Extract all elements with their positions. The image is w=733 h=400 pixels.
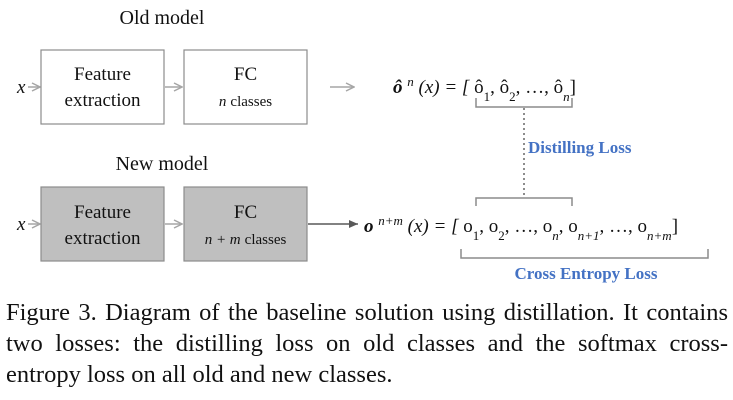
old-input-x: x — [16, 77, 26, 98]
new-output-formula: o n+m (x) = [ o1, o2, …, on, on+1, …, on… — [364, 213, 678, 243]
new-output-item-4: on+1, …, — [568, 216, 633, 243]
new-feature-label-line1: Feature — [74, 202, 131, 223]
new-input-x: x — [16, 214, 26, 235]
old-output-sup: n — [407, 74, 414, 89]
new-output-arg: (x) = [ — [408, 216, 460, 237]
new-model-title: New model — [116, 153, 209, 175]
new-fc-title: FC — [234, 202, 257, 223]
old-fc-box — [183, 49, 308, 125]
old-output-formula: ô n (x) = [ ô1, ô2, …, ôn] — [393, 74, 576, 104]
new-output-o: o — [364, 216, 374, 237]
old-output-bracket — [475, 98, 573, 108]
new-feature-label-line2: extraction — [65, 228, 141, 249]
old-output-o: ô — [393, 77, 403, 98]
old-feature-box — [40, 49, 165, 125]
new-fc-box — [183, 186, 308, 262]
old-fc-classes: classes — [230, 94, 272, 110]
old-output-arg: (x) = [ — [419, 77, 471, 98]
old-feature-label-line1: Feature — [74, 64, 131, 85]
old-fc-n: n — [219, 94, 227, 110]
old-output-item-3: ôn] — [554, 77, 576, 104]
new-output-sup: n+m — [378, 213, 403, 228]
old-fc-title: FC — [234, 64, 257, 85]
new-output-item-3: on, — [543, 216, 564, 243]
distilling-loss-label: Distilling Loss — [528, 138, 632, 157]
old-output-item-2: ô2, …, — [500, 77, 549, 104]
cross-entropy-loss-label: Cross Entropy Loss — [515, 264, 658, 283]
new-output-item-5: on+m] — [638, 216, 679, 243]
new-old-class-bracket — [475, 197, 573, 206]
figure-caption: Figure 3. Diagram of the baseline soluti… — [6, 299, 728, 388]
old-feature-label-line2: extraction — [65, 90, 141, 111]
new-fc-expr: n + m — [205, 232, 241, 248]
old-output-item-1: ô1, — [474, 77, 495, 104]
all-output-bracket — [460, 249, 709, 259]
new-output-item-2: o2, …, — [489, 216, 538, 243]
new-feature-box — [40, 186, 165, 262]
new-output-item-1: o1, — [463, 216, 484, 243]
new-fc-classes: classes — [245, 232, 287, 248]
old-model-title: Old model — [120, 7, 205, 29]
